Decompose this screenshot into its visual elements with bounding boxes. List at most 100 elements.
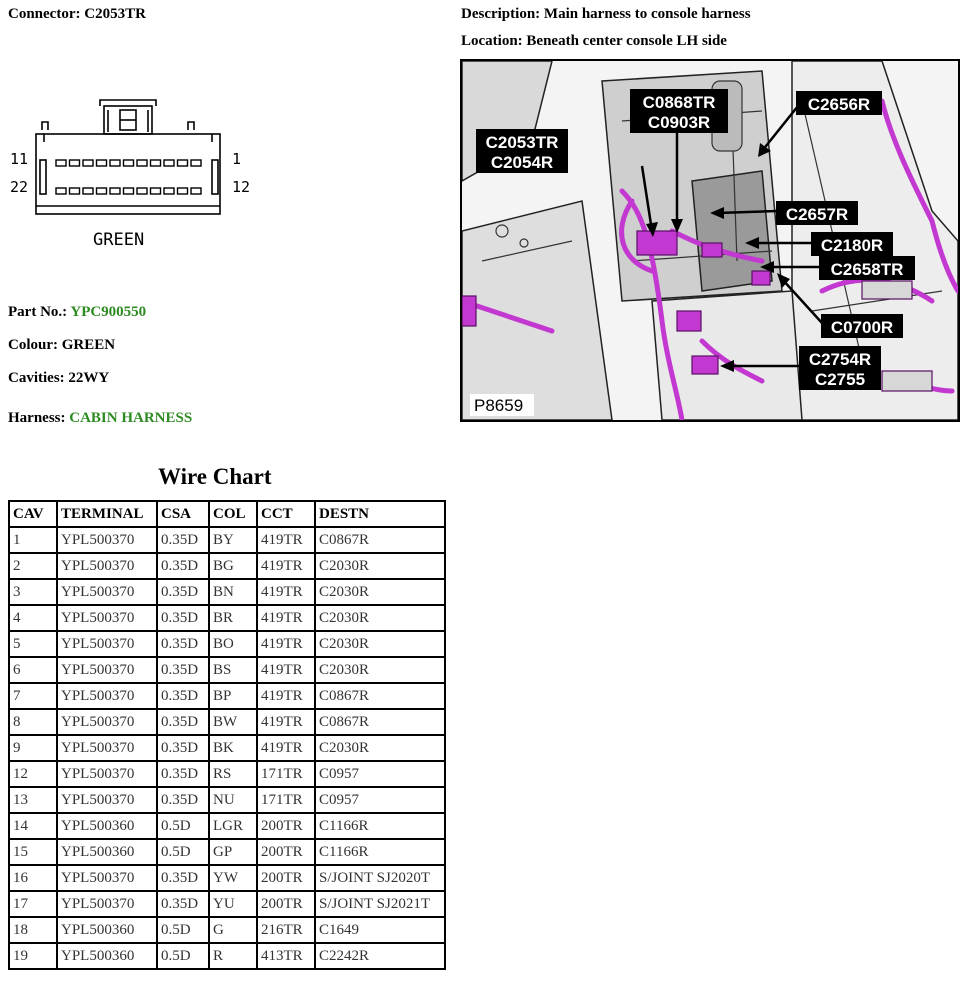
cell-cav: 4 xyxy=(10,606,56,630)
cell-cct: 419TR xyxy=(258,528,314,552)
cell-cav: 17 xyxy=(10,892,56,916)
cell-col: BK xyxy=(210,736,256,760)
column-header-col: COL xyxy=(210,502,256,526)
cell-col: BW xyxy=(210,710,256,734)
photo-reference: P8659 xyxy=(474,396,523,415)
cell-col: BN xyxy=(210,580,256,604)
cell-terminal: YPL500360 xyxy=(58,840,156,864)
cell-cct: 200TR xyxy=(258,814,314,838)
cell-cct: 419TR xyxy=(258,554,314,578)
cell-terminal: YPL500370 xyxy=(58,684,156,708)
description-line: Description: Main harness to console har… xyxy=(461,6,751,23)
cell-terminal: YPL500370 xyxy=(58,866,156,890)
connector-value: C2053TR xyxy=(84,6,146,22)
column-header-cct: CCT xyxy=(258,502,314,526)
cell-col: RS xyxy=(210,762,256,786)
cell-csa: 0.35D xyxy=(158,580,208,604)
cell-cav: 2 xyxy=(10,554,56,578)
cell-col: BO xyxy=(210,632,256,656)
harness-label: Harness: xyxy=(8,410,66,426)
cell-col: BP xyxy=(210,684,256,708)
cavity-slot xyxy=(82,159,94,167)
description-label: Description: xyxy=(461,6,541,22)
cell-terminal: YPL500370 xyxy=(58,762,156,786)
callout-c2180r: C2180R xyxy=(821,236,883,255)
cell-csa: 0.35D xyxy=(158,632,208,656)
cell-csa: 0.5D xyxy=(158,814,208,838)
column-header-csa: CSA xyxy=(158,502,208,526)
part-number-link[interactable]: YPC900550 xyxy=(70,304,147,320)
cell-destn: C0957 xyxy=(316,788,444,812)
cell-terminal: YPL500370 xyxy=(58,632,156,656)
callout-c2656r: C2656R xyxy=(808,95,870,114)
cell-terminal: YPL500370 xyxy=(58,892,156,916)
cell-cav: 15 xyxy=(10,840,56,864)
callout-c0868tr: C0868TR xyxy=(643,93,716,112)
cavity-slot xyxy=(190,187,202,195)
colour-label: Colour: xyxy=(8,337,58,353)
cell-cct: 419TR xyxy=(258,658,314,682)
harness-link[interactable]: CABIN HARNESS xyxy=(69,410,193,426)
cavity-slot xyxy=(68,187,81,195)
cavity-slot xyxy=(55,159,67,167)
cavity-slot xyxy=(55,187,67,195)
cell-terminal: YPL500370 xyxy=(58,554,156,578)
cell-destn: C1649 xyxy=(316,918,444,942)
cell-terminal: YPL500360 xyxy=(58,918,156,942)
cell-cav: 1 xyxy=(10,528,56,552)
cell-cct: 200TR xyxy=(258,840,314,864)
cavity-slot xyxy=(163,187,175,195)
cell-col: BY xyxy=(210,528,256,552)
cell-cav: 6 xyxy=(10,658,56,682)
cell-csa: 0.35D xyxy=(158,788,208,812)
cavity-slot xyxy=(109,159,121,167)
cell-terminal: YPL500360 xyxy=(58,814,156,838)
cavity-slot xyxy=(149,159,162,167)
part-number-label: Part No.: xyxy=(8,304,68,320)
cell-cct: 419TR xyxy=(258,684,314,708)
cell-destn: C0957 xyxy=(316,762,444,786)
cell-destn: C2030R xyxy=(316,606,444,630)
cell-destn: C1166R xyxy=(316,840,444,864)
cell-destn: C2242R xyxy=(316,944,444,968)
connector-label: Connector: xyxy=(8,6,81,22)
connector-pinout-diagram: 11 1 22 12 GREEN xyxy=(8,96,258,256)
cell-cct: 419TR xyxy=(258,606,314,630)
cell-destn: C1166R xyxy=(316,814,444,838)
cell-terminal: YPL500370 xyxy=(58,528,156,552)
cell-csa: 0.35D xyxy=(158,606,208,630)
cavities-line: Cavities: 22WY xyxy=(8,370,109,387)
cell-csa: 0.35D xyxy=(158,866,208,890)
cell-cct: 419TR xyxy=(258,710,314,734)
connector-line: Connector: C2053TR xyxy=(8,6,146,23)
column-header-terminal: TERMINAL xyxy=(58,502,156,526)
pin-number-top-left: 11 xyxy=(10,150,29,168)
cell-csa: 0.35D xyxy=(158,684,208,708)
cell-cav: 8 xyxy=(10,710,56,734)
cavities-label: Cavities: xyxy=(8,370,65,386)
cell-terminal: YPL500370 xyxy=(58,710,156,734)
cell-csa: 0.35D xyxy=(158,658,208,682)
colour-line: Colour: GREEN xyxy=(8,337,115,354)
cell-terminal: YPL500360 xyxy=(58,944,156,968)
cell-terminal: YPL500370 xyxy=(58,736,156,760)
cell-destn: C2030R xyxy=(316,736,444,760)
callout-c2657r: C2657R xyxy=(786,205,848,224)
cell-terminal: YPL500370 xyxy=(58,658,156,682)
cell-cct: 419TR xyxy=(258,736,314,760)
cell-destn: C2030R xyxy=(316,658,444,682)
cell-csa: 0.35D xyxy=(158,736,208,760)
cell-col: BS xyxy=(210,658,256,682)
cell-terminal: YPL500370 xyxy=(58,580,156,604)
cell-cct: 200TR xyxy=(258,892,314,916)
harness-line: Harness: CABIN HARNESS xyxy=(8,410,192,427)
cavity-slot xyxy=(163,159,175,167)
